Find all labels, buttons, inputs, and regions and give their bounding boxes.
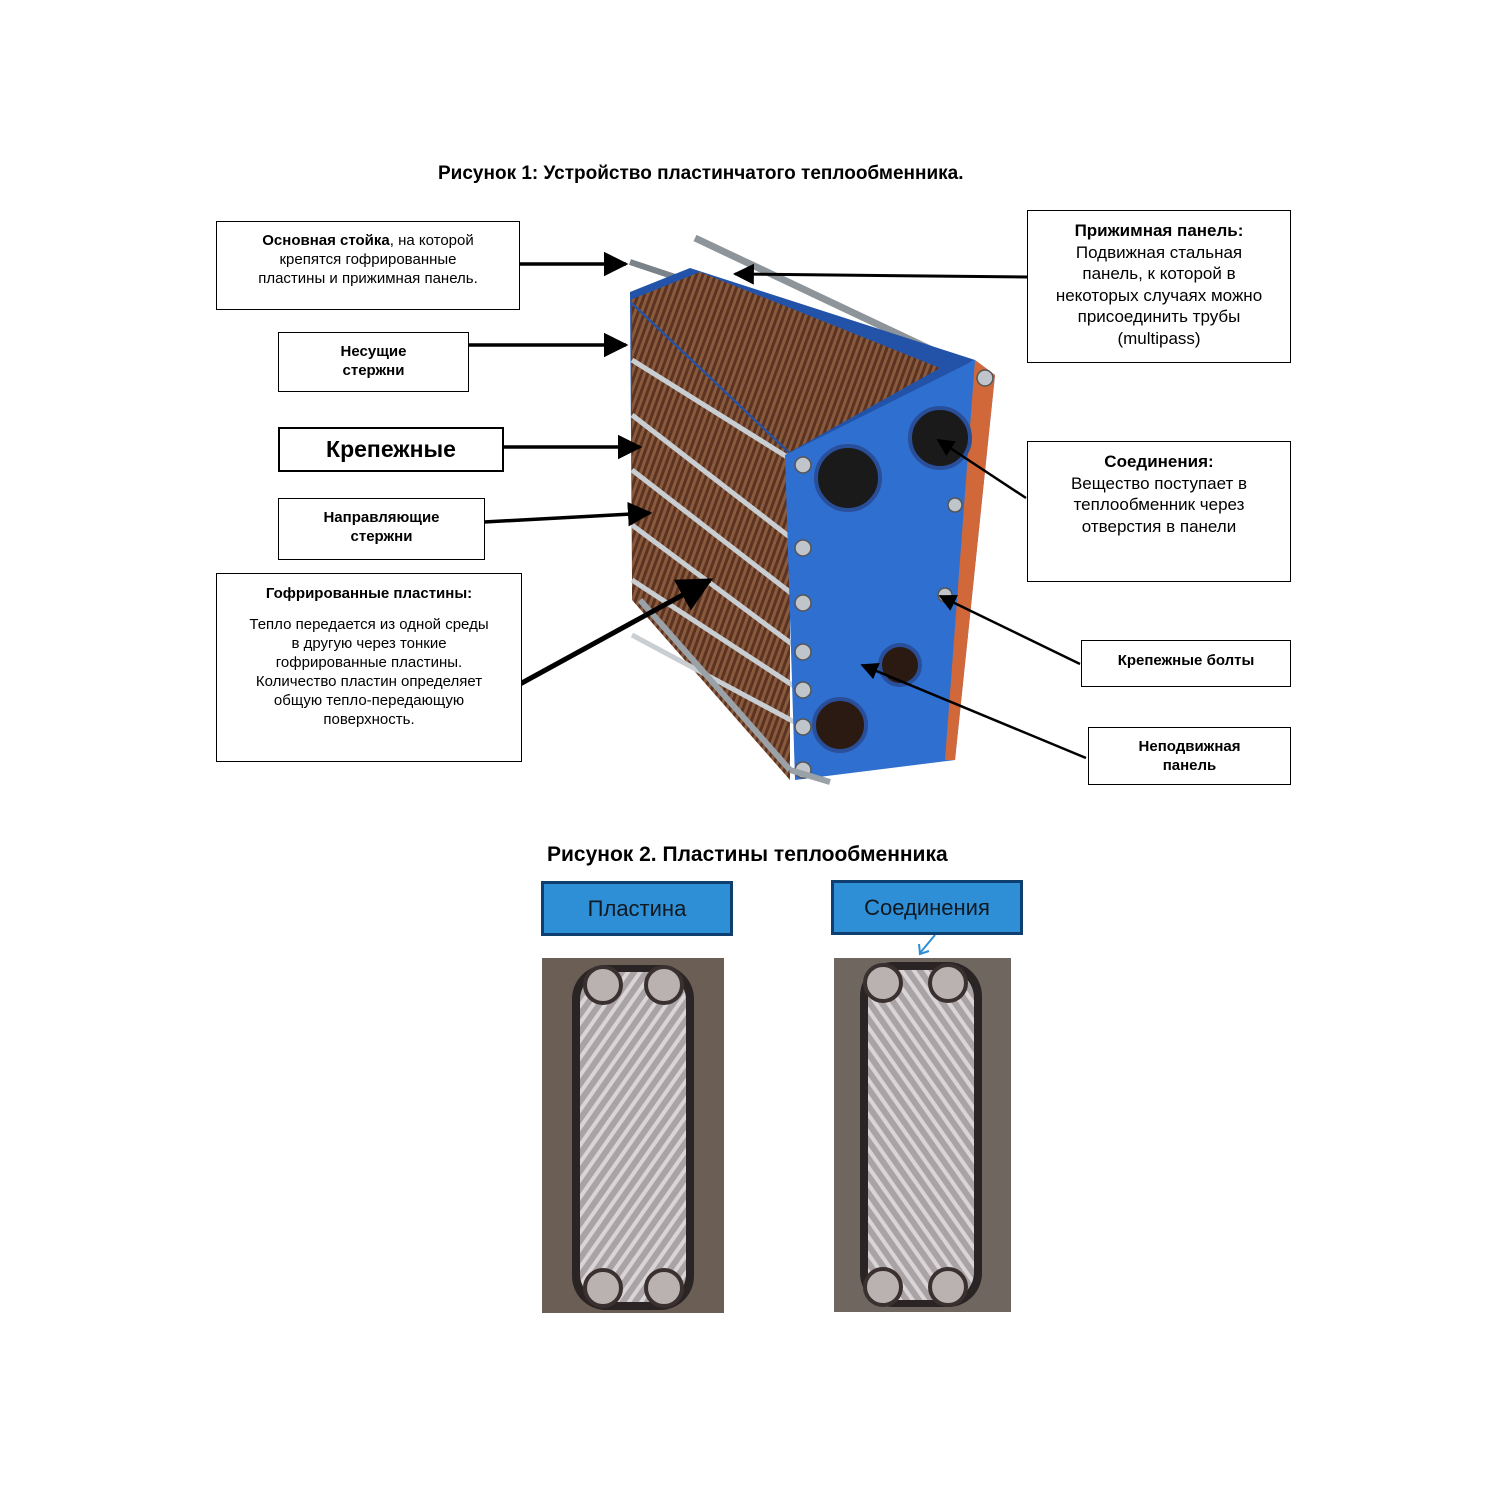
arrow-bolts bbox=[938, 594, 1081, 666]
connections-line-3: отверстия в панели bbox=[1081, 516, 1237, 536]
figure1-title: Рисунок 1: Устройство пластинчатого тепл… bbox=[438, 163, 964, 184]
callout-fastening-bolts: Крепежные болты bbox=[1081, 640, 1291, 687]
connections-line-2: теплообменник через bbox=[1073, 495, 1245, 514]
fixed-line-1: Неподвижная bbox=[1138, 738, 1241, 755]
arrow-connections bbox=[936, 438, 1027, 500]
pressure-line-4: присоединить трубы bbox=[1077, 307, 1241, 326]
plates-line-6: поверхность. bbox=[323, 711, 415, 728]
callout-main-stand: Основная стойка, на которой крепятся гоф… bbox=[216, 221, 520, 310]
figure2-title: Рисунок 2. Пластины теплообменника bbox=[547, 843, 948, 866]
plates-line-5: общую тепло-передающую bbox=[273, 692, 465, 709]
callout-connections: Соединения: Вещество поступает в теплооб… bbox=[1027, 441, 1291, 582]
plates-title: Гофрированные пластины: bbox=[265, 585, 473, 602]
pressure-line-5: (multipass) bbox=[1117, 328, 1201, 348]
pressure-title: Прижимная панель: bbox=[1074, 221, 1244, 240]
bolts-label: Крепежные болты bbox=[1117, 652, 1255, 669]
connections-title: Соединения: bbox=[1104, 452, 1214, 471]
arrow-fixed bbox=[860, 662, 1087, 760]
plates-line-3: гофрированные пластины. bbox=[275, 654, 463, 671]
callout-fastening: Крепежные bbox=[278, 427, 504, 472]
guide-line-2: стержни bbox=[350, 528, 413, 545]
plate-photo-left bbox=[542, 958, 724, 1313]
pressure-line-1: Подвижная стальная bbox=[1075, 242, 1243, 262]
arrow-pressure bbox=[732, 263, 1029, 285]
label-plate: Пластина bbox=[541, 881, 733, 936]
callout-carrying-rods: Несущие стержни bbox=[278, 332, 469, 392]
heat-exchanger-illustration bbox=[629, 234, 995, 785]
callout-corrugated-plates: Гофрированные пластины: Тепло передается… bbox=[216, 573, 522, 762]
pressure-line-2: панель, к которой в bbox=[1082, 264, 1236, 283]
carrying-line-2: стержни bbox=[342, 362, 405, 379]
plates-line-4: Количество пластин определяет bbox=[255, 673, 483, 690]
connections-pointer-arrow bbox=[919, 934, 936, 954]
stand-rest-3: пластины и прижимная панель. bbox=[258, 270, 478, 287]
plate-photo-right bbox=[834, 958, 1011, 1312]
carrying-line-1: Несущие bbox=[340, 343, 407, 360]
arrow-plates bbox=[518, 577, 714, 687]
callout-arrows bbox=[468, 251, 1087, 760]
stand-rest-2: крепятся гофрированные bbox=[279, 251, 457, 268]
guide-line-1: Направляющие bbox=[323, 509, 440, 526]
callout-pressure-panel: Прижимная панель: Подвижная стальная пан… bbox=[1027, 210, 1291, 363]
callout-fixed-panel: Неподвижная панель bbox=[1088, 727, 1291, 785]
plates-line-2: в другую через тонкие bbox=[291, 635, 447, 652]
stand-rest-1: , на которой bbox=[389, 232, 474, 249]
callout-guide-rods: Направляющие стержни bbox=[278, 498, 485, 560]
fixed-line-2: панель bbox=[1162, 757, 1217, 774]
arrow-guide bbox=[483, 501, 653, 527]
label-connections: Соединения bbox=[831, 880, 1023, 935]
plates-line-1: Тепло передается из одной среды bbox=[249, 616, 489, 633]
connections-line-1: Вещество поступает в bbox=[1070, 473, 1248, 493]
pressure-line-3: некоторых случаях можно bbox=[1055, 285, 1263, 305]
stand-bold: Основная стойка bbox=[262, 232, 390, 249]
